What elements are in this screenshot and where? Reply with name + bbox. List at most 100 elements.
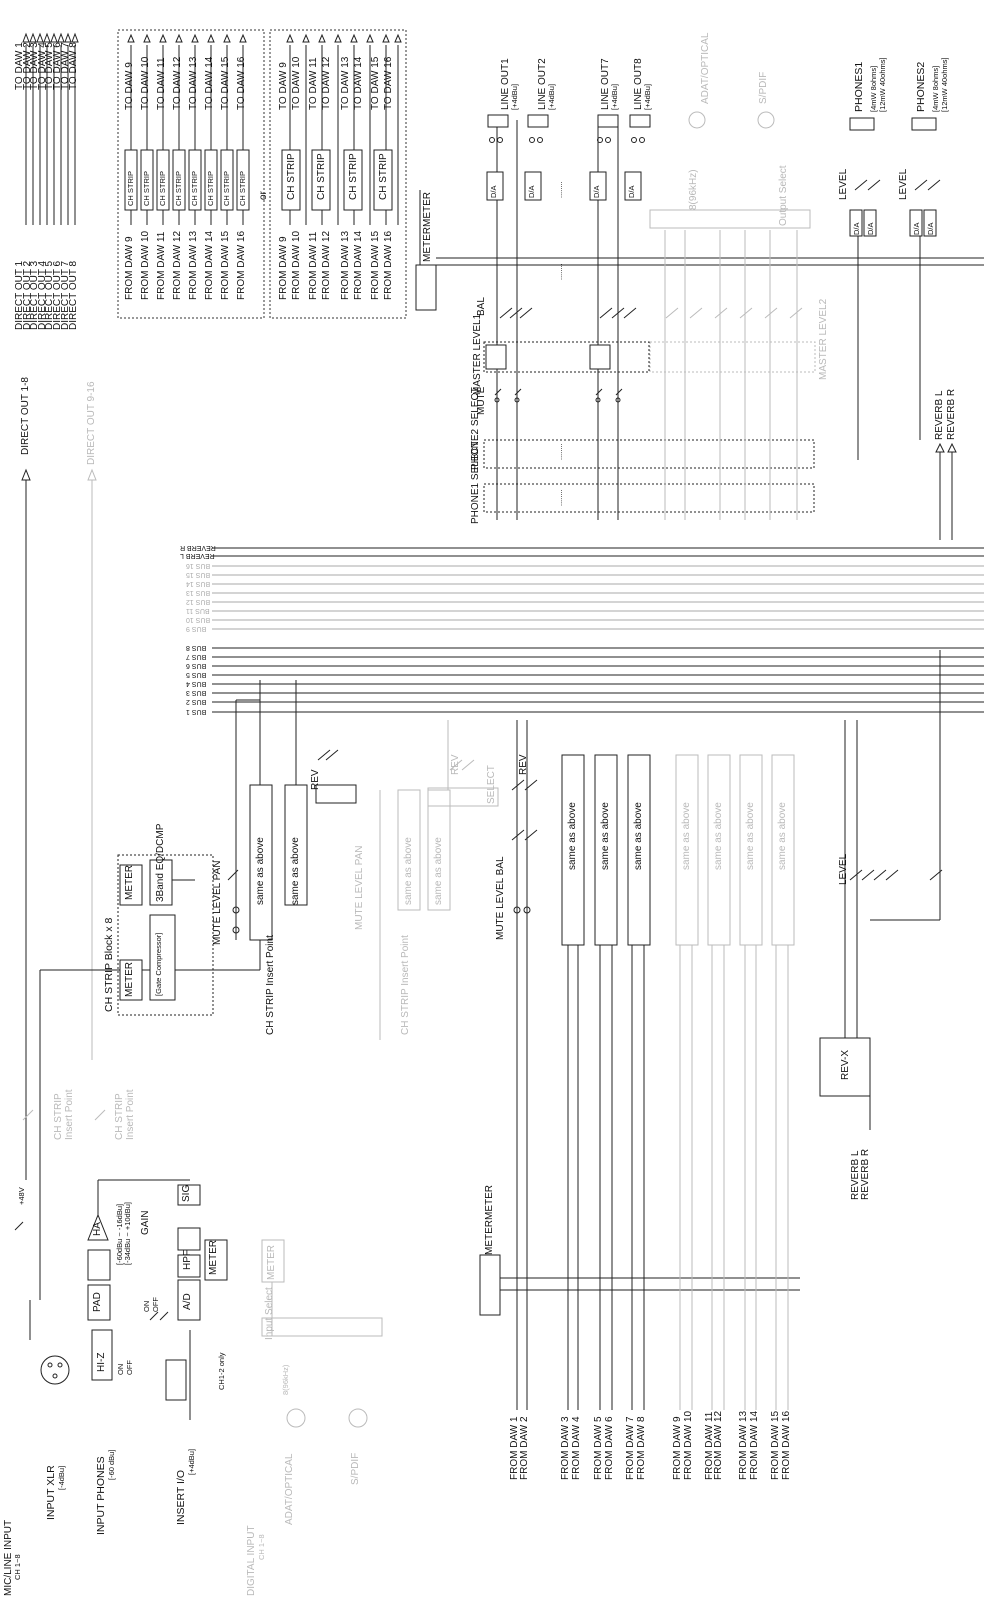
box-a-to: TO DAW 16 xyxy=(236,56,247,110)
bus-label: BUS 13 xyxy=(186,589,211,596)
phones1-level-label: LEVEL xyxy=(838,168,849,200)
box-b-to: TO DAW 11 xyxy=(308,57,319,110)
box-a-to: TO DAW 14 xyxy=(204,56,215,110)
from-daw-label: FROM DAW 3 xyxy=(560,1416,571,1480)
bus-label: REVERB L xyxy=(180,552,215,559)
phones2-level-label: LEVEL xyxy=(898,168,909,200)
same-as-above: same as above xyxy=(290,837,301,905)
box-a-from: FROM DAW 10 xyxy=(140,230,151,300)
meter-label: METER xyxy=(124,962,135,997)
master-level2-label: MASTER LEVEL2 xyxy=(818,298,829,380)
da-label: D/A xyxy=(527,185,536,198)
same-as-above: same as above xyxy=(633,802,644,870)
phones2-label: PHONES2 xyxy=(915,61,927,112)
mute-level-bal-label: MUTE LEVEL BAL xyxy=(495,856,506,940)
from-daw-label: FROM DAW 5 xyxy=(593,1416,604,1480)
bus-label: BUS 2 xyxy=(186,698,207,705)
box-b-to: TO DAW 9 xyxy=(278,62,289,110)
sig-label: SIG xyxy=(181,1184,192,1202)
box-a-to: TO DAW 11 xyxy=(156,57,167,110)
box-a-from: FROM DAW 9 xyxy=(124,236,135,300)
pad-label: PAD xyxy=(92,1292,103,1312)
from-daw-label: FROM DAW 15 xyxy=(770,1410,781,1480)
from-daw-label: FROM DAW 9 xyxy=(672,1416,683,1480)
direct-out-1-8-path xyxy=(21,468,31,1180)
digital-input-label: DIGITAL INPUT xyxy=(246,1525,257,1596)
bus-label: BUS 4 xyxy=(186,680,207,687)
box-b-from: FROM DAW 10 xyxy=(291,230,302,300)
adat-fs-label: 8(96kHz) xyxy=(281,1364,290,1395)
reverb-r-label: REVERB R xyxy=(860,1148,871,1200)
box-a-to: TO DAW 12 xyxy=(172,56,183,110)
box-b-to: TO DAW 13 xyxy=(340,56,351,110)
box-b-strip: CH STRIP xyxy=(286,153,297,200)
pad-range2-label: [-34dBu ~ +10dBu] xyxy=(123,1202,132,1265)
bus-label: BUS 11 xyxy=(186,607,210,614)
to-daw-label: TO DAW 8 xyxy=(68,42,79,90)
box-a-strip: CH STRIP xyxy=(126,170,135,206)
gain-label: GAIN xyxy=(140,1210,151,1235)
direct-out-label: DIRECT OUT 8 xyxy=(68,260,79,330)
channel-strip-area xyxy=(39,680,357,1180)
box-b-from: FROM DAW 13 xyxy=(340,230,351,300)
bus-label: BUS 16 xyxy=(186,562,211,569)
ch-strip-insert-gray: CH STRIP Insert Point xyxy=(400,935,411,1035)
da-label: D/A xyxy=(866,222,875,235)
daw-return-gray xyxy=(675,754,795,1410)
box-b-from: FROM DAW 12 xyxy=(321,230,332,300)
from-daw-label: FROM DAW 8 xyxy=(636,1416,647,1480)
box-a-to: TO DAW 9 xyxy=(124,62,135,110)
insert-io-label: INSERT I/O xyxy=(175,1469,187,1525)
box-a-from: FROM DAW 13 xyxy=(188,230,199,300)
phones1-spec-a: [4mW 8ohms] xyxy=(869,65,878,112)
da-label: D/A xyxy=(627,185,636,198)
box-a-to: TO DAW 15 xyxy=(220,56,231,110)
box-a-strip: CH STRIP xyxy=(222,170,231,206)
input-phones-label: INPUT PHONES xyxy=(95,1456,107,1535)
from-daw-label: FROM DAW 10 xyxy=(683,1410,694,1480)
adat-optical-out-label: ADAT/OPTICAL xyxy=(700,32,711,105)
direct-out-1-8-label: DIRECT OUT 1-8 xyxy=(20,377,31,455)
bus-label: BUS 5 xyxy=(186,671,207,678)
from-daw-label: FROM DAW 14 xyxy=(749,1410,760,1480)
bus-label: BUS 12 xyxy=(186,598,211,605)
bus-label: BUS 1 xyxy=(186,708,207,715)
same-as-above-gray: same as above xyxy=(713,802,724,870)
direct-out-9-16-label: DIRECT OUT 9-16 xyxy=(86,381,97,465)
continuation-dots: ........ xyxy=(555,443,564,460)
digital-ch-label: CH 1~8 xyxy=(257,1534,266,1560)
input-section xyxy=(14,1179,228,1420)
select-box-label: SELECT xyxy=(486,765,497,804)
bus-label: BUS 14 xyxy=(186,580,211,587)
bus-label: BUS 9 xyxy=(186,625,207,632)
line-out2-level: [+4dBu] xyxy=(547,83,556,110)
phones1-label: PHONES1 xyxy=(853,61,865,112)
da-label: D/A xyxy=(592,185,601,198)
channel-strip-gray xyxy=(22,720,499,1121)
box-a-from: FROM DAW 14 xyxy=(204,230,215,300)
da-label: D/A xyxy=(489,185,498,198)
box-a-from: FROM DAW 16 xyxy=(236,230,247,300)
gate-comp-label: [Gate Compressor] xyxy=(154,932,163,996)
same-as-above-gray: same as above xyxy=(681,802,692,870)
box-b-strip: CH STRIP xyxy=(316,153,327,200)
box-b-to: TO DAW 16 xyxy=(383,56,394,110)
box-a-to: TO DAW 13 xyxy=(188,56,199,110)
reverb-l-return-label: REVERB L xyxy=(934,390,945,440)
from-daw-label: FROM DAW 6 xyxy=(604,1416,615,1480)
box-a-strip: CH STRIP xyxy=(190,170,199,206)
phone1-select-label: PHONE1 SELECT xyxy=(470,441,481,524)
box-a-strip: CH STRIP xyxy=(174,170,183,206)
hiz-label: HI-Z xyxy=(96,1352,107,1372)
box-a-from: FROM DAW 12 xyxy=(172,230,183,300)
rev-x-label: REV-X xyxy=(840,1049,851,1080)
box-b-strip: CH STRIP xyxy=(378,153,389,200)
bus-label: BUS 3 xyxy=(186,689,207,696)
output-select-label: Output Select xyxy=(778,165,789,226)
box-b-from: FROM DAW 14 xyxy=(353,230,364,300)
line-out8-level: [+4dBu] xyxy=(643,83,652,110)
direct-out-arrows xyxy=(22,32,79,225)
box-b-to: TO DAW 12 xyxy=(321,56,332,110)
from-daw-label: FROM DAW 16 xyxy=(781,1410,792,1480)
